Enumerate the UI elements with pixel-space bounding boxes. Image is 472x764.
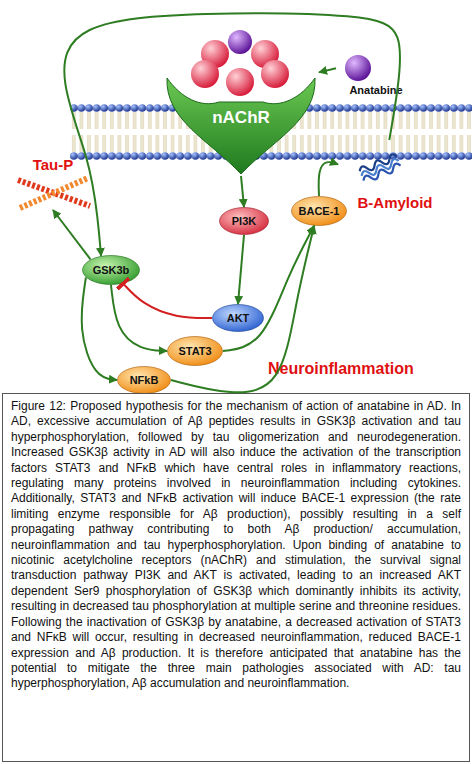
amyloid-strand <box>362 162 402 183</box>
molecule-sphere <box>226 68 254 96</box>
protein-node: NFkB <box>117 366 171 394</box>
node-label: PI3K <box>219 207 269 235</box>
node-outline <box>163 28 319 176</box>
activation-arrow <box>238 235 244 304</box>
protein-ellipse <box>292 197 347 226</box>
tau-node: Tau-P <box>10 156 96 210</box>
amyloid-fibril <box>358 153 401 184</box>
molecule-sphere <box>191 60 219 88</box>
ligand-node: Anatabine <box>336 52 416 106</box>
protein-node: BACE-1 <box>291 196 347 226</box>
activation-arrow <box>111 285 167 351</box>
node-label: STAT3 <box>167 336 223 366</box>
molecule-sphere <box>228 30 252 54</box>
activation-arrow <box>241 176 244 207</box>
inhibition-connector <box>123 284 212 318</box>
pathology-label: Neuroinflammation <box>268 360 414 378</box>
activation-arrow <box>223 226 314 351</box>
molecule-sphere <box>345 55 371 81</box>
protein-ellipse <box>220 208 269 235</box>
receptor-node: nAChR <box>163 28 319 176</box>
node-label: nAChR <box>163 108 319 128</box>
molecule-sphere <box>261 60 289 88</box>
protein-node: PI3K <box>219 207 269 235</box>
protein-node: GSK3b <box>82 255 140 285</box>
protein-ellipse <box>168 337 223 366</box>
protein-ellipse <box>213 305 264 332</box>
protein-node: AKT <box>212 304 264 332</box>
activation-arrow <box>53 210 90 259</box>
protein-ellipse <box>118 367 171 394</box>
figure-caption: Figure 12: Proposed hypothesis for the m… <box>2 393 470 762</box>
protein-ellipse <box>83 256 140 285</box>
activation-arrow <box>319 162 338 196</box>
node-label: BACE-1 <box>291 196 347 226</box>
activation-arrow <box>82 278 117 381</box>
node-label: NFkB <box>117 366 171 394</box>
activation-arrow <box>319 68 336 72</box>
node-label: Anatabine <box>336 84 416 96</box>
node-label: Tau-P <box>10 156 96 173</box>
tau-fibril <box>20 178 88 208</box>
protein-node: STAT3 <box>167 336 223 366</box>
activation-arrow <box>64 13 400 256</box>
node-label: B-Amyloid <box>338 194 452 211</box>
amyloid-node: B-Amyloid <box>338 140 452 214</box>
node-label: GSK3b <box>82 255 140 285</box>
node-outline <box>336 52 416 106</box>
node-label: AKT <box>212 304 264 332</box>
